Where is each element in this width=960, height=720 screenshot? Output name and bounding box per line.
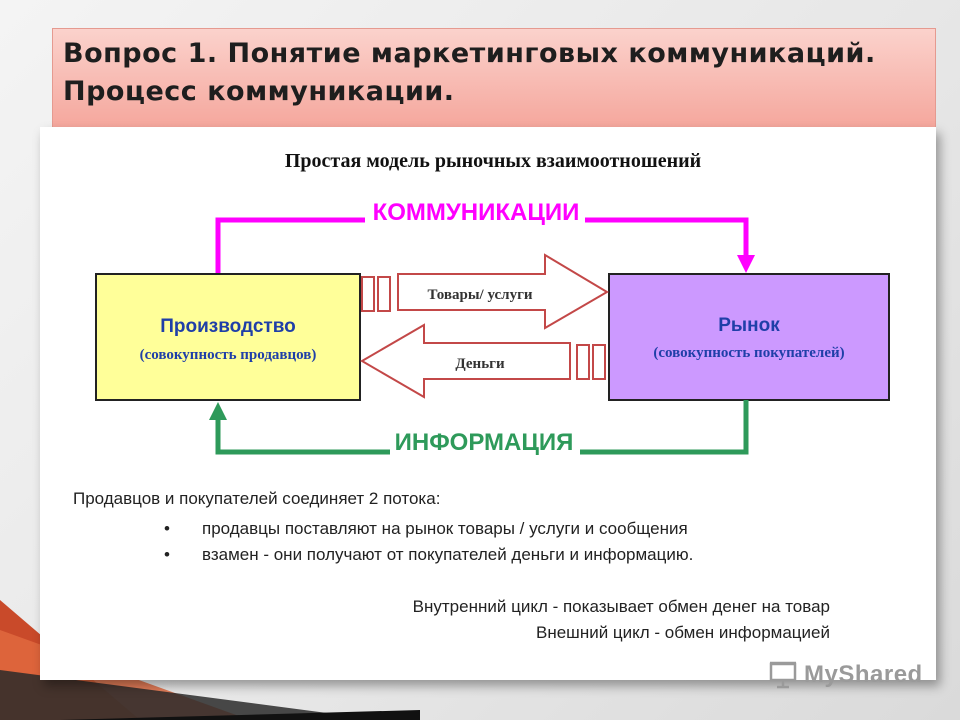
information-arrow-line-left	[215, 419, 390, 455]
money-label: Деньги	[455, 356, 505, 372]
outer-cycle-note: Внешний цикл - обмен информацией	[536, 623, 830, 642]
communication-arrow-head	[737, 255, 755, 273]
bullet-dot-icon: •	[164, 545, 170, 564]
communication-arrow-line-right	[585, 217, 749, 257]
watermark-text: MyShared	[804, 661, 923, 688]
inner-cycle-note: Внутренний цикл - показывает обмен денег…	[412, 597, 830, 616]
diagram-panel: Простая модель рыночных взаимоотношений …	[40, 127, 936, 680]
information-arrow-line-right	[580, 400, 749, 455]
flows-intro: Продавцов и покупателей соединяет 2 пото…	[73, 489, 441, 508]
slide-title-line-2: Процесс коммуникации.	[63, 76, 455, 107]
production-subtitle: (совокупность продавцов)	[140, 347, 317, 363]
information-arrow-head	[209, 402, 227, 420]
market-title: Рынок	[718, 315, 780, 336]
slide-title-line-1: Вопрос 1. Понятие маркетинговых коммуник…	[63, 38, 876, 69]
slide-title: Вопрос 1. Понятие маркетинговых коммуник…	[63, 35, 923, 111]
list-item-text: продавцы поставляют на рынок товары / ус…	[202, 519, 688, 538]
market-subtitle: (совокупность покупателей)	[653, 345, 844, 361]
communication-cycle: КОММУНИКАЦИИ	[215, 199, 755, 274]
money-arrow: Деньги	[360, 323, 606, 399]
market-relations-diagram: Простая модель рыночных взаимоотношений …	[95, 150, 890, 456]
market-box: Рынок (совокупность покупателей)	[608, 273, 890, 401]
bullet-dot-icon: •	[164, 519, 170, 538]
goods-services-label: Товары/ услуги	[427, 287, 532, 303]
goods-services-arrow: Товары/ услуги	[361, 253, 609, 330]
communication-arrow-line	[215, 217, 365, 274]
production-box: Производство (совокупность продавцов)	[95, 273, 361, 401]
watermark: MyShared	[768, 656, 928, 694]
communication-label: КОММУНИКАЦИИ	[373, 199, 580, 226]
list-item-text: взамен - они получают от покупателей ден…	[202, 545, 694, 564]
information-cycle: ИНФОРМАЦИЯ	[209, 400, 749, 456]
slide-title-bar: Вопрос 1. Понятие маркетинговых коммуник…	[52, 28, 936, 128]
diagram-heading: Простая модель рыночных взаимоотношений	[285, 150, 701, 172]
production-title: Производство	[160, 316, 296, 337]
flows-description: Продавцов и покупателей соединяет 2 пото…	[40, 477, 936, 677]
information-label: ИНФОРМАЦИЯ	[395, 429, 574, 456]
presentation-board-icon	[769, 661, 797, 689]
